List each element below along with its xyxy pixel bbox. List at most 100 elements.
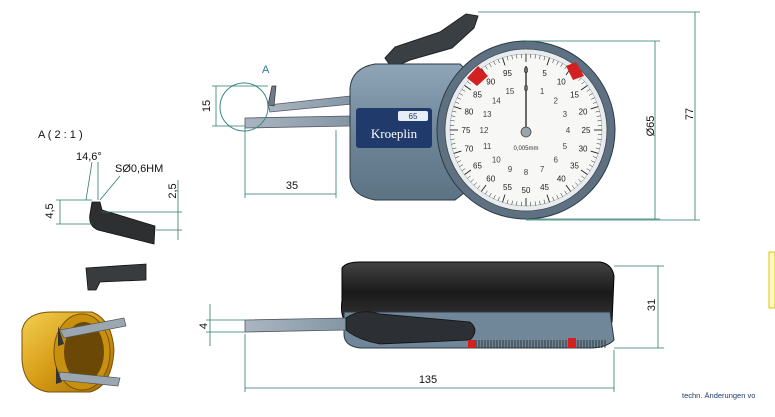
dial-tick: [588, 164, 593, 167]
detail-dim-4-5: 4,5: [44, 203, 56, 218]
dial-tick: [485, 65, 488, 70]
dial-tick: [470, 179, 474, 183]
dial-tick: [590, 106, 599, 110]
side-red-mark-right: [568, 338, 576, 348]
dial-tick: [453, 106, 462, 110]
dial-tick: [493, 61, 496, 65]
dial-tick: [455, 101, 460, 104]
dial-tick: [511, 200, 513, 205]
dial-tick: [457, 97, 461, 100]
dial-tick: [451, 143, 456, 145]
dial-outer-number: 75: [462, 126, 471, 135]
dial-tick: [546, 194, 550, 203]
dial-tick: [578, 179, 582, 183]
dial-inner-number: 1: [540, 87, 545, 96]
dial-tick: [578, 77, 582, 81]
dial-tick: [459, 164, 464, 167]
dial-outer-number: 70: [464, 145, 473, 154]
dial-tick: [591, 97, 595, 100]
dial-outer-number: 35: [570, 161, 579, 170]
dial-outer-number: 80: [464, 107, 473, 116]
needle-hub: [520, 126, 532, 138]
dial-tick: [502, 194, 506, 203]
side-dim-31: 31: [646, 299, 658, 311]
dial-tick: [453, 150, 462, 154]
dial-tick: [595, 110, 600, 113]
dial-tick: [586, 89, 591, 92]
dial-tick: [451, 115, 456, 117]
detail-scale-label: A ( 2 : 1 ): [38, 129, 83, 141]
dial-outer-number: 30: [579, 145, 588, 154]
dial-tick: [592, 101, 597, 104]
dial-tick: [516, 201, 518, 206]
dial-tick: [539, 200, 541, 205]
side-dim-135: 135: [419, 374, 437, 386]
model-badge: [398, 111, 428, 121]
dial-tick: [450, 120, 455, 122]
dial-tick: [581, 175, 585, 179]
dial-outer-number: 15: [570, 91, 579, 100]
detail-circle-label: A: [262, 64, 270, 76]
dial-tick: [595, 147, 600, 150]
dial-tick: [534, 201, 536, 206]
dial-inner-number: 6: [553, 156, 558, 165]
detail-dim-2-5: 2,5: [167, 183, 179, 198]
dial-tick: [552, 59, 555, 64]
dial-tick: [452, 147, 457, 150]
tolerance-mark-right: [566, 62, 584, 80]
dial-inner-number: 10: [492, 156, 501, 165]
side-red-mark-left: [468, 340, 476, 348]
dial-tick: [565, 184, 572, 192]
dial-tick: [489, 192, 492, 197]
dial-tick: [560, 63, 563, 68]
side-dial-housing: [341, 261, 615, 323]
dial-tick: [596, 115, 601, 117]
footer-note: techn. Änderungen vo: [682, 391, 755, 400]
detail-angle: 14,6°: [76, 151, 102, 163]
dial-tick: [511, 55, 513, 60]
detail-view: A ( 2 : 1 ) 14,6° SØ0,6HM 4,5 2,5: [21, 129, 182, 393]
dial-outer-number: 60: [486, 175, 495, 184]
dial-tick: [539, 55, 541, 60]
dial-tick: [461, 168, 466, 171]
side-lever: [345, 311, 476, 345]
dial-tick: [464, 169, 472, 176]
front-view: 65 Kroeplin 0510152025303540455055606570…: [201, 11, 700, 221]
lower-arm: [244, 115, 351, 129]
dial-tick: [590, 150, 599, 154]
dial-tick: [450, 138, 455, 140]
dim-15: 15: [201, 100, 213, 112]
dial-tick: [543, 56, 546, 61]
dim-diameter-65: Ø65: [645, 116, 657, 137]
dial-tick: [502, 57, 506, 66]
dim-35: 35: [286, 180, 298, 192]
detail-tip-spec: SØ0,6HM: [115, 163, 163, 175]
dial-inner-number: 2: [553, 96, 558, 105]
dial-outer-number: 40: [557, 175, 566, 184]
dial-tick: [464, 84, 472, 91]
dial-outer-number: 95: [503, 69, 512, 78]
dial-tick: [459, 93, 464, 96]
dial-tick: [581, 81, 585, 85]
dial-outer-number: 5: [542, 69, 547, 78]
dial-outer-number: 25: [582, 126, 591, 135]
dial-tick: [556, 61, 559, 65]
dial-tick: [461, 89, 466, 92]
dial-tick: [560, 192, 563, 197]
dial-tick: [506, 56, 509, 61]
dial-tick: [534, 54, 536, 59]
dial-tick: [597, 138, 602, 140]
dial-tick: [580, 169, 588, 176]
upper-tip: [267, 85, 277, 107]
dial-inner-number: 9: [508, 165, 513, 174]
dial-tick: [506, 199, 509, 204]
ring-gauge-illustration: [21, 311, 127, 393]
dial-tick: [489, 63, 492, 68]
dial-tick: [556, 195, 559, 199]
dial-unit: 0,005mm: [513, 146, 538, 152]
dial-inner-number: 13: [483, 110, 492, 119]
dial-tick: [467, 81, 471, 85]
dial-tick: [575, 182, 579, 186]
dial-tick: [592, 156, 597, 159]
